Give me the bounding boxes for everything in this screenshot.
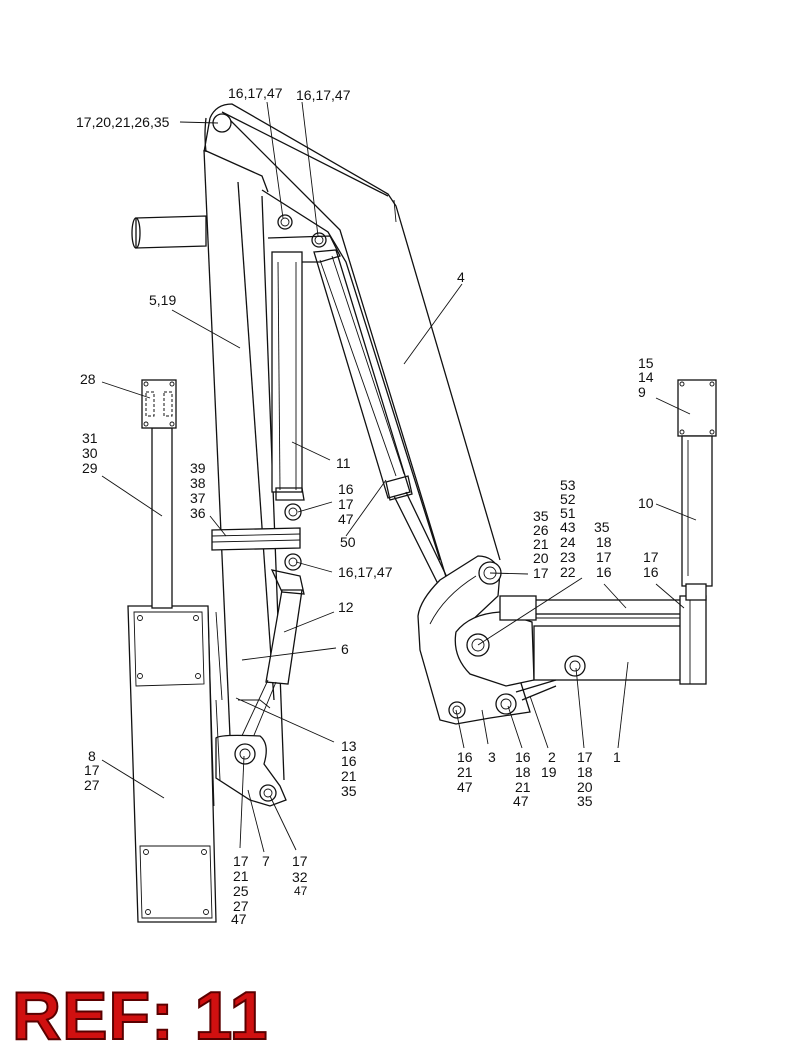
part-label: 39 (190, 460, 206, 476)
part-label: 2 (548, 749, 556, 765)
part-label: 32 (292, 869, 308, 885)
part-label: 20 (577, 779, 593, 795)
lower-pin (284, 553, 302, 571)
part-label: 25 (233, 883, 249, 899)
part-label: 21 (457, 764, 473, 780)
part-label: 11 (336, 455, 351, 471)
part-label: 17 (577, 749, 593, 765)
part-label: 16 (596, 564, 612, 580)
base-frame (499, 595, 707, 701)
part-label: 20 (533, 550, 549, 566)
part-label: 9 (638, 384, 646, 400)
part-label: 35 (533, 508, 549, 524)
part-label: 35 (577, 793, 593, 809)
drawing (127, 103, 717, 923)
part-label: 21 (233, 868, 249, 884)
part-label: 36 (190, 505, 206, 521)
leader-lines (101, 101, 697, 853)
part-label: 17 (233, 853, 249, 869)
part-label: 28 (80, 371, 96, 387)
part-label: 17,20,21,26,35 (76, 114, 170, 130)
part-label: 18 (515, 764, 531, 780)
callout-labels: 17,20,21,26,35 16,17,47 16,17,47 4 5,19 … (76, 85, 659, 927)
part-label: 22 (560, 564, 576, 580)
part-label: 47 (338, 511, 354, 527)
part-label: 27 (233, 898, 249, 914)
part-label: 18 (596, 534, 612, 550)
part-label: 16,17,47 (228, 85, 283, 101)
part-label: 47 (231, 911, 247, 927)
part-label: 18 (577, 764, 593, 780)
part-label: 10 (638, 495, 654, 511)
part-label: 47 (513, 793, 529, 809)
knuckle-7 (215, 699, 287, 807)
mid-pin (284, 503, 302, 521)
part-label: 30 (82, 445, 98, 461)
part-label: 52 (560, 491, 576, 507)
part-label: 27 (84, 777, 100, 793)
part-label: 1 (613, 749, 621, 765)
side-stabilizer (677, 379, 717, 601)
part-label: 16,17,47 (338, 564, 393, 580)
part-label: 23 (560, 549, 576, 565)
part-label: 4 (457, 269, 465, 285)
part-label: 29 (82, 460, 98, 476)
stabilizer-leg (127, 605, 217, 923)
part-label: 16 (338, 481, 354, 497)
cylinder-11 (271, 251, 305, 501)
part-label: 17 (533, 565, 549, 581)
part-label: 53 (560, 477, 576, 493)
part-label: 43 (560, 519, 576, 535)
part-label: 16 (341, 753, 357, 769)
base-bracket (417, 555, 535, 725)
cross-shaft (131, 215, 207, 249)
part-label: 3 (488, 749, 496, 765)
part-label: 38 (190, 475, 206, 491)
part-label: 19 (541, 764, 557, 780)
part-label: 17 (338, 496, 354, 512)
part-label: 21 (341, 768, 357, 784)
part-label: 21 (515, 779, 531, 795)
part-label: 50 (340, 534, 356, 550)
part-label: 7 (262, 853, 270, 869)
part-label: 16 (643, 564, 659, 580)
part-label: 17 (596, 549, 612, 565)
part-label: 8 (88, 748, 96, 764)
part-label: 24 (560, 534, 576, 550)
upper-pin-left (277, 214, 293, 230)
part-label: 5,19 (149, 292, 176, 308)
part-label: 15 (638, 355, 654, 371)
clamp-band (211, 527, 301, 551)
part-label: 12 (338, 599, 354, 615)
part-label: 51 (560, 505, 576, 521)
part-label: 17 (292, 853, 308, 869)
part-label: 47 (457, 779, 473, 795)
part-label: 47 (294, 884, 308, 898)
cylinder-50 (313, 249, 457, 601)
part-label: 35 (341, 783, 357, 799)
part-label: 13 (341, 738, 357, 754)
leg-rod (151, 427, 173, 609)
part-label: 17 (84, 762, 100, 778)
part-label: 37 (190, 490, 206, 506)
part-label: 6 (341, 641, 349, 657)
part-label: 16 (515, 749, 531, 765)
part-label: 16 (457, 749, 473, 765)
part-label: 31 (82, 430, 98, 446)
reference-label: REF: 11 (11, 978, 269, 1054)
main-boom (203, 103, 501, 591)
part-label: 16,17,47 (296, 87, 351, 103)
part-label: 35 (594, 519, 610, 535)
part-label: 17 (643, 549, 659, 565)
leg-top-plate (141, 379, 177, 429)
part-label: 21 (533, 536, 549, 552)
part-label: 26 (533, 522, 549, 538)
part-label: 14 (638, 369, 654, 385)
upper-pin-right (311, 232, 327, 248)
